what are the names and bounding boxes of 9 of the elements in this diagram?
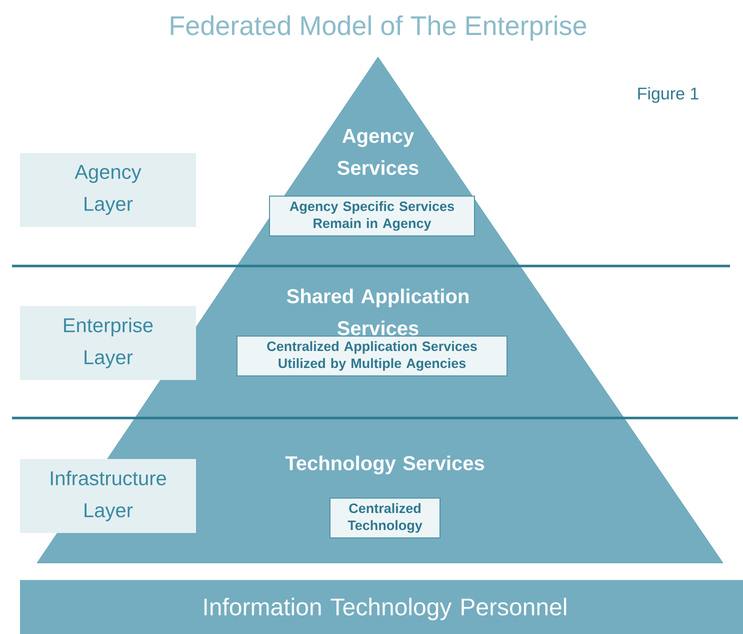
service-box: Centralized Application Services Utilized by Multiple Agencies bbox=[236, 336, 508, 376]
title: Federated Model of The Enterprise bbox=[170, 15, 586, 41]
layer-box: Infrastructure Layer bbox=[20, 459, 196, 533]
layer-box: Enterprise Layer bbox=[20, 306, 196, 380]
layer-box: Agency Layer bbox=[20, 153, 196, 227]
service-box: Agency Specific Services Remain in Agency bbox=[269, 196, 475, 236]
figure-number: Figure 1 bbox=[638, 87, 698, 103]
foundation-bar: Information Technology Personnel bbox=[20, 580, 743, 634]
service-box: Centralized Technology bbox=[330, 498, 440, 538]
